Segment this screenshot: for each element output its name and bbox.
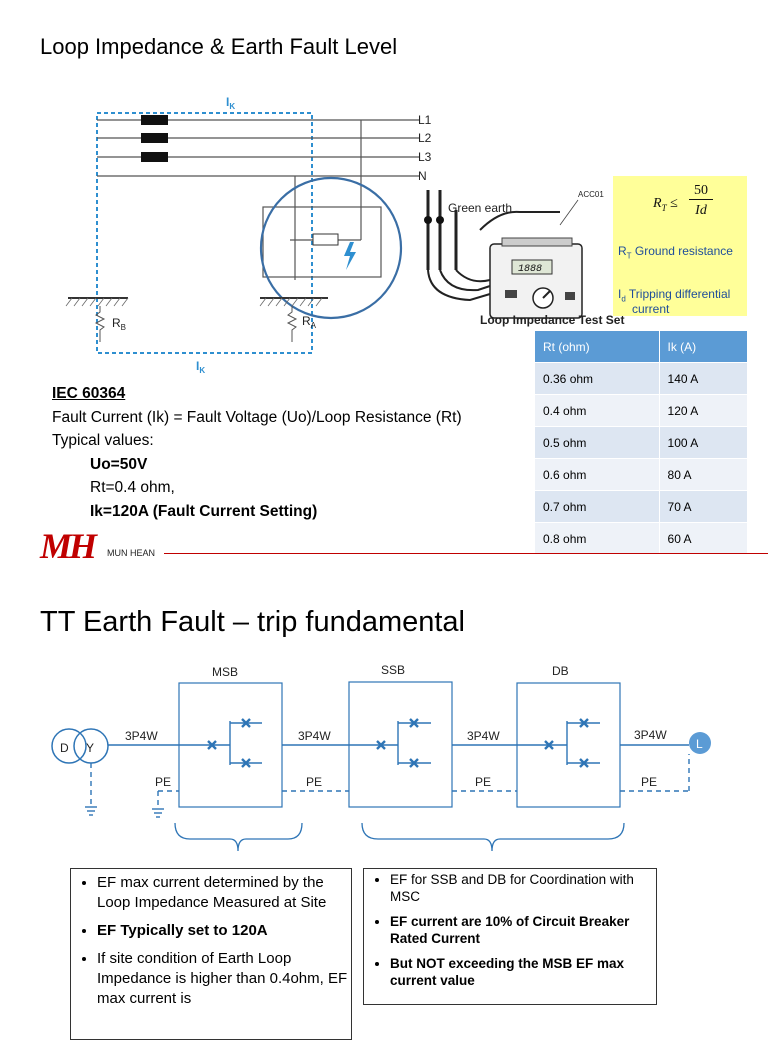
typical-values-label: Typical values:	[52, 432, 154, 450]
l3-label: L3	[418, 150, 432, 164]
table-cell: 70 A	[659, 490, 747, 523]
rb-resistor	[94, 306, 106, 342]
tx-y-label: Y	[86, 741, 94, 755]
slide1-title: Loop Impedance & Earth Fault Level	[40, 34, 398, 59]
table-header-row: Rt (ohm) Ik (A)	[535, 331, 747, 363]
wire-label-1: 3P4W	[125, 729, 158, 743]
winding-2	[141, 133, 168, 143]
uo-value: Uo=50V	[90, 455, 148, 473]
wire-label-4: 3P4W	[634, 728, 667, 742]
table-cell: 0.8 ohm	[535, 522, 660, 554]
list-item: If site condition of Earth Loop Impedanc…	[97, 949, 351, 1009]
wire-label-2: 3P4W	[298, 729, 331, 743]
ssb-label: SSB	[381, 663, 405, 677]
load-label: L	[696, 737, 703, 751]
list-item: EF for SSB and DB for Coordination with …	[390, 871, 656, 905]
table-cell: 140 A	[659, 362, 747, 395]
l1-label: L1	[418, 113, 432, 127]
loop-impedance-diagram: L1 L2 L3 N IK IK RB RA 1888	[65, 95, 624, 375]
appliance-enclosure	[262, 206, 382, 278]
id-legend-cont: current	[632, 302, 670, 316]
table-cell: 0.7 ohm	[535, 490, 660, 523]
iec-heading: IEC 60364	[52, 385, 126, 402]
formula-numerator: 50	[689, 183, 713, 200]
winding-1	[141, 115, 168, 125]
load-icon	[689, 732, 711, 754]
ik-top-label: IK	[226, 95, 235, 111]
fault-highlight-circle	[259, 176, 403, 320]
tx-d-label: D	[60, 741, 69, 755]
rt-formula-box: RT ≤ 50 Id RT Ground resistance Id Tripp…	[613, 176, 747, 316]
list-item: EF current are 10% of Circuit Breaker Ra…	[390, 913, 656, 947]
msb-bracket	[174, 822, 303, 852]
pe-label-1: PE	[155, 775, 171, 789]
tt-earth-fault-diagram: MSB SSB DB D Y L	[51, 663, 711, 852]
wire-label-3: 3P4W	[467, 729, 500, 743]
ra-label: RA	[302, 314, 317, 330]
slide2-title: TT Earth Fault – trip fundamental	[40, 606, 466, 638]
table-header-rt: Rt (ohm)	[535, 331, 660, 363]
rb-label: RB	[112, 316, 126, 332]
table-cell: 100 A	[659, 426, 747, 459]
list-item: But NOT exceeding the MSB EF max current…	[390, 955, 656, 989]
pe-label-2: PE	[306, 775, 322, 789]
company-name: MUN HEAN	[107, 548, 156, 558]
n-label: N	[418, 169, 427, 183]
table-cell: 120 A	[659, 394, 747, 427]
transformer-primary	[51, 728, 87, 764]
id-legend: Id Tripping differential	[618, 287, 731, 304]
msb-notes-box: EF max current determined by the Loop Im…	[70, 868, 352, 1040]
l2-label: L2	[418, 131, 432, 145]
list-item: EF max current determined by the Loop Im…	[97, 873, 351, 913]
table-cell: 60 A	[659, 522, 747, 554]
ground-icons	[85, 806, 164, 818]
ik-bottom-label: IK	[196, 359, 205, 375]
winding-3	[141, 152, 168, 162]
list-item: EF Typically set to 120A	[97, 921, 351, 941]
footer-divider	[164, 553, 768, 554]
ssb-db-bracket	[361, 822, 625, 852]
formula-denominator: Id	[695, 203, 707, 218]
table-cell: 0.6 ohm	[535, 458, 660, 491]
ik-value: Ik=120A (Fault Current Setting)	[90, 502, 318, 520]
loop-impedance-tester-icon: 1888	[424, 190, 583, 319]
breaker-icons	[207, 718, 589, 768]
fault-loop-path	[96, 112, 313, 354]
table-cell: 0.4 ohm	[535, 394, 660, 427]
acc01-label: ACC01	[578, 190, 604, 199]
pe-label-4: PE	[641, 775, 657, 789]
mun-hean-logo: MH	[40, 526, 97, 566]
pe-label-3: PE	[475, 775, 491, 789]
fault-lightning-icon	[344, 242, 356, 270]
load-resistor	[312, 233, 339, 246]
table-cell: 0.5 ohm	[535, 426, 660, 459]
table-header-ik: Ik (A)	[659, 331, 747, 363]
tester-caption: Loop Impedance Test Set	[480, 313, 624, 327]
rt-value: Rt=0.4 ohm,	[90, 479, 175, 497]
table-cell: 0.36 ohm	[535, 362, 660, 395]
db-label: DB	[552, 664, 569, 678]
iec-standard-text: IEC 60364 Fault Current (Ik) = Fault Vol…	[52, 382, 462, 524]
rt-formula: RT ≤	[653, 196, 678, 213]
msb-label: MSB	[212, 665, 238, 679]
fault-current-formula: Fault Current (Ik) = Fault Voltage (Uo)/…	[52, 408, 462, 426]
table-cell: 80 A	[659, 458, 747, 491]
ra-resistor	[286, 306, 298, 342]
rt-legend: RT Ground resistance	[618, 244, 733, 261]
tester-display: 1888	[518, 264, 542, 275]
ssb-db-notes-box: EF for SSB and DB for Coordination with …	[363, 868, 657, 1005]
green-earth-label: Green earth	[448, 201, 512, 215]
